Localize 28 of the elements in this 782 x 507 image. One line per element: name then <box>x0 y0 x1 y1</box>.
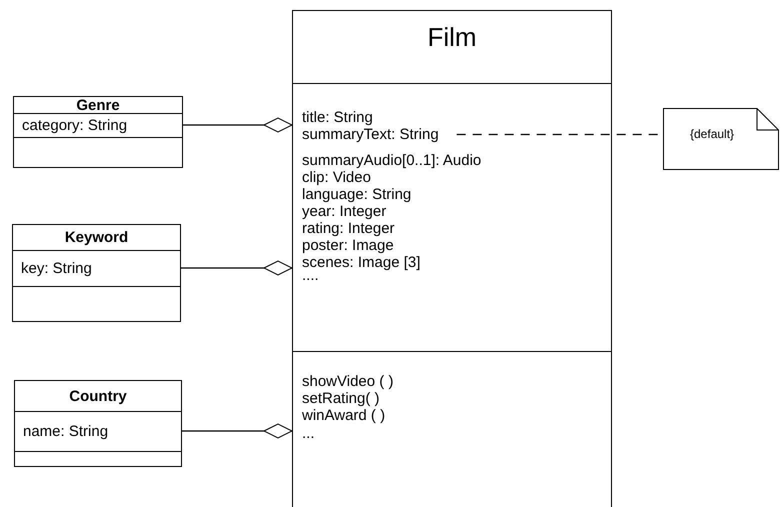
note <box>663 108 779 170</box>
attribute-text: summaryText: String <box>302 126 439 143</box>
attribute-text: summaryAudio[0..1]: Audio <box>302 152 482 169</box>
operation-text: showVideo ( ) <box>302 373 394 390</box>
class-box <box>14 380 182 467</box>
class-box <box>292 10 612 507</box>
class-name: Genre <box>76 96 120 114</box>
operation-text: setRating( ) <box>302 390 380 407</box>
operation-text: winAward ( ) <box>302 407 386 424</box>
attribute-text: language: String <box>302 186 412 203</box>
aggregation-line <box>181 260 292 276</box>
aggregation-line <box>183 118 292 132</box>
attribute-text: name: String <box>23 423 108 440</box>
class-box <box>13 96 183 168</box>
attribute-text: title: String <box>302 109 373 126</box>
attribute-text: key: String <box>21 260 92 277</box>
attribute-text: clip: Video <box>302 169 371 186</box>
attribute-text: poster: Image <box>302 237 394 254</box>
attribute-text: category: String <box>22 117 128 134</box>
class-name: Keyword <box>64 229 128 246</box>
attribute-text: rating: Integer <box>302 220 395 237</box>
class-box <box>12 224 181 322</box>
attribute-text: year: Integer <box>302 203 386 220</box>
aggregation-line <box>182 424 292 438</box>
class-name: Country <box>69 388 127 404</box>
class-name: Film <box>426 21 478 53</box>
operation-text: ... <box>302 425 315 442</box>
note-text: {default} <box>690 127 734 141</box>
